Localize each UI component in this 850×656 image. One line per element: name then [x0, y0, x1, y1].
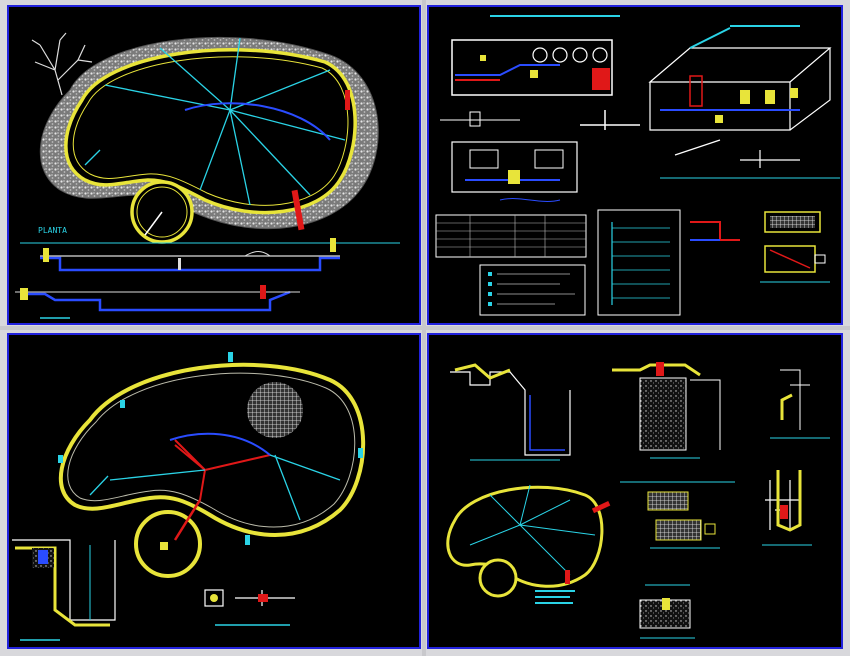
plumbing-lines	[89, 432, 341, 541]
side-section	[12, 539, 116, 641]
pool-outline	[64, 48, 357, 215]
pool-outline-mini	[446, 485, 604, 588]
plan-label: PLANTA	[38, 226, 67, 235]
panel-top-right	[427, 5, 843, 325]
pool-radial-lines	[84, 37, 346, 206]
return-pipe	[184, 102, 331, 141]
main-drain-grate	[247, 382, 303, 438]
panel-bottom-right	[427, 333, 843, 649]
detail-skimmer	[639, 584, 695, 639]
tree-icon	[31, 32, 93, 96]
detail-wall-section	[612, 362, 721, 459]
equipment-isometric	[648, 47, 832, 131]
panel-bottom-left	[7, 333, 421, 649]
electrical-diagram	[597, 209, 681, 316]
equipment-room-plan	[451, 39, 613, 96]
section-profile-2	[15, 285, 300, 319]
panel-top-left: PLANTA	[7, 5, 421, 325]
equipment-table	[435, 214, 587, 316]
filter-detail	[451, 141, 578, 193]
detail-coping-1	[450, 363, 571, 461]
section-profile-1	[20, 238, 400, 272]
detail-handrail	[762, 470, 812, 546]
detail-ladder	[770, 369, 830, 439]
